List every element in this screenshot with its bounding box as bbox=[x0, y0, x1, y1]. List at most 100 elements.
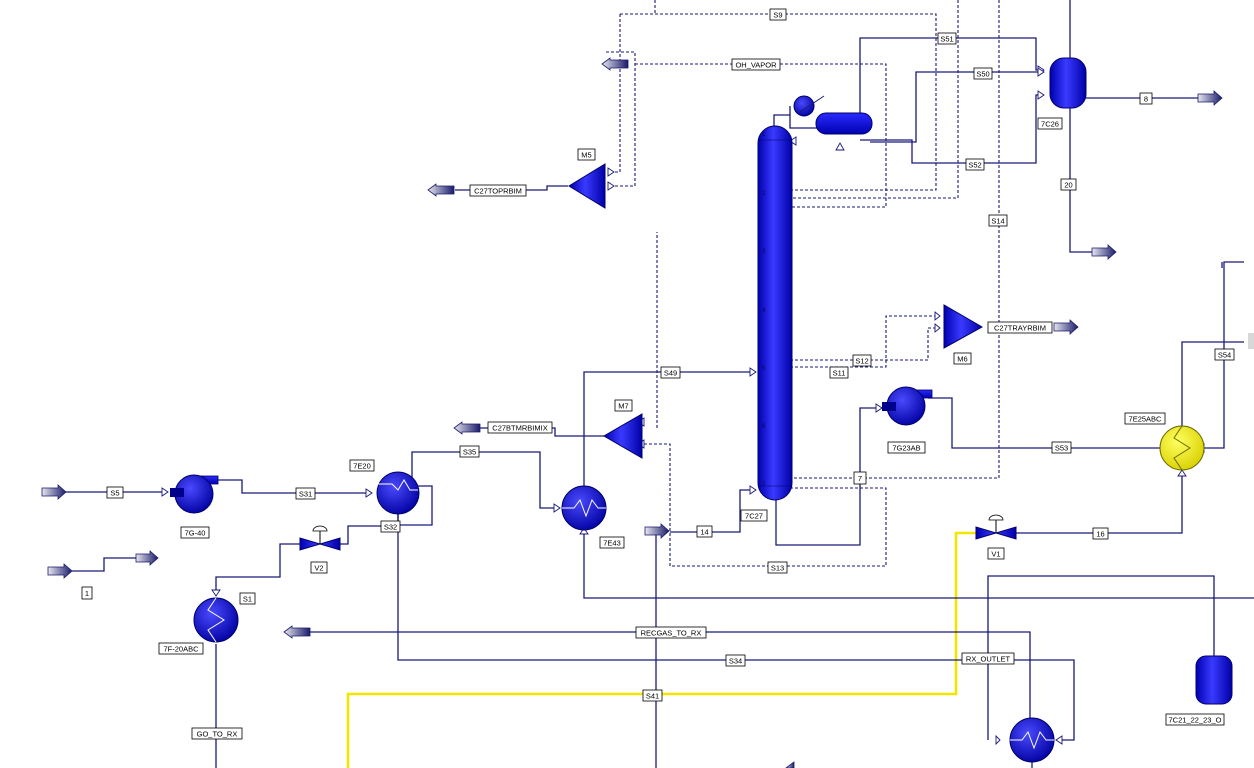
stream-label-8: 8 bbox=[1139, 92, 1153, 105]
block-label-7c27: 7C27 bbox=[740, 509, 768, 522]
pump-7g-40[interactable] bbox=[170, 474, 219, 514]
heater-7e25abc[interactable] bbox=[1159, 425, 1205, 471]
svg-text:S50: S50 bbox=[976, 70, 989, 79]
heat-exchanger-icon bbox=[376, 471, 420, 515]
svg-text:S35: S35 bbox=[463, 448, 476, 457]
svg-text:7E25ABC: 7E25ABC bbox=[1129, 415, 1163, 424]
reflux-drum[interactable] bbox=[815, 112, 873, 135]
vessel-7c21[interactable] bbox=[1195, 655, 1233, 705]
condenser[interactable] bbox=[793, 95, 825, 117]
stream-label-c27toprbim: C27TOPRBIM bbox=[469, 184, 527, 197]
mixer-icon bbox=[568, 163, 606, 209]
stream-label-s11: S11 bbox=[829, 366, 849, 379]
stream-label-s34: S34 bbox=[725, 654, 746, 667]
svg-text:RX_OUTLET: RX_OUTLET bbox=[966, 655, 1011, 664]
stream-label-go-to-rx: GO_TO_RX bbox=[191, 727, 243, 740]
vessel-7c26[interactable] bbox=[1049, 57, 1087, 109]
stream-label-s32: S32 bbox=[380, 520, 401, 533]
tray-number: 3 bbox=[762, 249, 766, 255]
svg-text:GO_TO_RX: GO_TO_RX bbox=[197, 730, 238, 739]
stream-label-s49: S49 bbox=[660, 366, 681, 379]
svg-text:1: 1 bbox=[85, 589, 89, 598]
tray-number: 1 bbox=[762, 132, 766, 138]
svg-text:7G-40: 7G-40 bbox=[185, 529, 206, 538]
svg-text:S9: S9 bbox=[773, 11, 782, 20]
mixer-m5[interactable] bbox=[568, 163, 606, 209]
mixer-m6[interactable] bbox=[943, 304, 984, 349]
product-arrow-icon bbox=[1053, 319, 1079, 335]
stream-label-oh-vapor: OH_VAPOR bbox=[731, 58, 781, 71]
valve-v1[interactable] bbox=[975, 514, 1017, 540]
svg-text:14: 14 bbox=[700, 528, 708, 537]
stream-label-s14: S14 bbox=[988, 214, 1008, 227]
feed-arrow-icon bbox=[47, 563, 73, 579]
stream-label-s12: S12 bbox=[852, 354, 872, 367]
stream-label-s41: S41 bbox=[642, 689, 663, 702]
stream-label-s31: S31 bbox=[295, 487, 316, 500]
column-icon bbox=[757, 125, 793, 501]
svg-text:S34: S34 bbox=[729, 657, 742, 666]
valve-v2[interactable] bbox=[299, 525, 341, 551]
stream-label-s1: S1 bbox=[239, 592, 256, 605]
stream-label-s54: S54 bbox=[1214, 348, 1235, 361]
svg-text:M7: M7 bbox=[618, 402, 628, 411]
stream-label-s51: S51 bbox=[937, 32, 957, 45]
stream-label-1: 1 bbox=[81, 586, 93, 600]
svg-text:7C21_22_23_O: 7C21_22_23_O bbox=[1169, 716, 1222, 725]
stream-label-14: 14 bbox=[696, 525, 713, 538]
stream-label-recgas-to-rx: RECGAS_TO_RX bbox=[635, 626, 707, 639]
product-arrow-icon bbox=[135, 550, 159, 566]
product-arrow-icon bbox=[453, 421, 481, 435]
svg-text:20: 20 bbox=[1064, 181, 1072, 190]
svg-text:S53: S53 bbox=[1055, 444, 1068, 453]
heat-exchanger-icon bbox=[193, 597, 239, 643]
mixer-icon bbox=[943, 304, 984, 349]
scrollbar-thumb[interactable] bbox=[1248, 333, 1254, 349]
exchanger-rx[interactable] bbox=[1009, 717, 1055, 763]
feed-arrow-icon bbox=[41, 484, 67, 500]
terminal-arrows bbox=[41, 57, 1223, 639]
svg-text:16: 16 bbox=[1096, 530, 1104, 539]
column-7c27[interactable] bbox=[757, 125, 793, 501]
stream-labels: S9 OH_VAPOR S51 S50 S52 S14 8 20 C27TOPR… bbox=[81, 8, 1235, 740]
product-arrow-icon bbox=[283, 625, 311, 639]
block-label-7c21: 7C21_22_23_O bbox=[1165, 713, 1225, 726]
drum-icon bbox=[815, 112, 873, 135]
feed-arrow-icon bbox=[644, 523, 670, 539]
svg-text:RECGAS_TO_RX: RECGAS_TO_RX bbox=[641, 629, 702, 638]
block-label-7e20: 7E20 bbox=[349, 459, 375, 472]
block-label-7g-40: 7G-40 bbox=[180, 526, 210, 539]
stream-label-16: 16 bbox=[1092, 527, 1109, 540]
svg-text:7E43: 7E43 bbox=[603, 539, 621, 548]
exchanger-7e20[interactable] bbox=[376, 471, 420, 515]
block-label-7g23ab: 7G23AB bbox=[887, 441, 926, 454]
product-arrow-icon bbox=[427, 183, 455, 197]
block-label-7c26: 7C26 bbox=[1037, 117, 1063, 130]
svg-text:S32: S32 bbox=[384, 523, 397, 532]
block-label-v2: V2 bbox=[310, 561, 328, 574]
mixer-icon bbox=[603, 413, 643, 459]
block-label-7f-20abc: 7F-20ABC bbox=[158, 642, 204, 655]
inlet-ports bbox=[161, 65, 1205, 746]
svg-text:7C26: 7C26 bbox=[1041, 120, 1059, 129]
svg-text:S51: S51 bbox=[940, 35, 953, 44]
svg-text:M6: M6 bbox=[957, 355, 967, 364]
block-labels: M5 M6 M7 7C26 7C27 7G23AB 7E25ABC 7E20 7… bbox=[158, 117, 1225, 726]
stream-label-20: 20 bbox=[1060, 178, 1077, 191]
block-label-7e43: 7E43 bbox=[599, 536, 625, 549]
tray-number: 2 bbox=[762, 191, 766, 197]
block-label-7e25abc: 7E25ABC bbox=[1124, 412, 1166, 425]
svg-text:S13: S13 bbox=[771, 564, 784, 573]
svg-text:7E20: 7E20 bbox=[353, 462, 371, 471]
svg-text:7: 7 bbox=[858, 474, 862, 483]
heat-exchanger-icon bbox=[1159, 425, 1205, 471]
svg-text:S11: S11 bbox=[833, 369, 846, 378]
mixer-m7[interactable] bbox=[603, 413, 643, 459]
svg-text:S31: S31 bbox=[299, 490, 312, 499]
pump-7g23ab[interactable] bbox=[882, 386, 933, 426]
exchanger-7f-20abc[interactable] bbox=[193, 597, 239, 643]
heat-exchanger-icon bbox=[793, 95, 815, 117]
exchanger-7e43[interactable] bbox=[561, 485, 607, 531]
svg-text:S14: S14 bbox=[991, 217, 1004, 226]
